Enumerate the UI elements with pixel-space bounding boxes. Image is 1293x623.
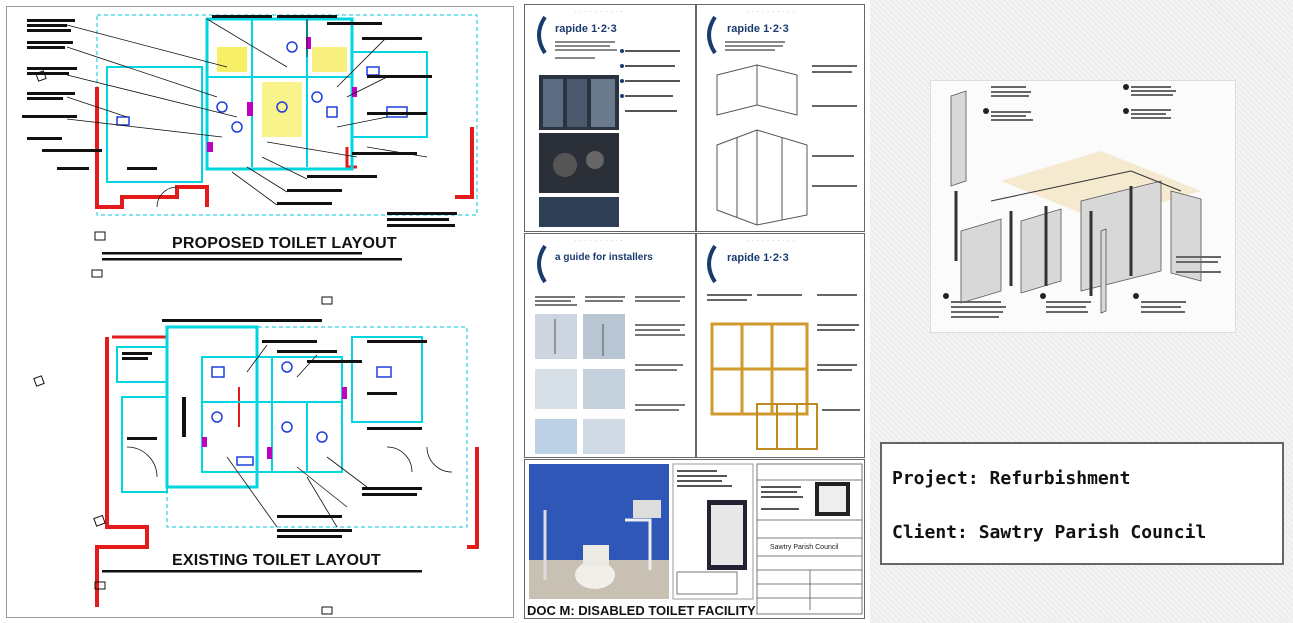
brochure-title-1: rapide 1·2·3: [555, 23, 617, 35]
brochure-rapide-3: · · · · · · · · · · rapide 1·2·3: [696, 233, 865, 458]
floor-plan-drawings: [22, 14, 479, 615]
title-block-client: Sawtry Parish Council: [770, 544, 839, 551]
project-label: Project: Refurbishment: [892, 468, 1131, 489]
brochure-rapide-1: · · · · · · · · · · rapide 1·2·3: [524, 4, 696, 232]
existing-plan: [33, 319, 479, 615]
proposed-plan: [22, 14, 478, 305]
brochure-rapide-2: · · · · · · · · · · rapide 1·2·3: [696, 4, 865, 232]
proposed-layout-title: PROPOSED TOILET LAYOUT: [172, 235, 397, 252]
cubicle-assembly-diagram: [930, 80, 1236, 333]
doc-m-caption: DOC M: DISABLED TOILET FACILITY: [527, 603, 756, 618]
doc-m-sheet: Sawtry Parish Council: [524, 459, 865, 619]
client-label: Client: Sawtry Parish Council: [892, 522, 1207, 543]
cubicle-isometric-svg: [931, 81, 1235, 332]
project-info-box: Project: Refurbishment Client: Sawtry Pa…: [880, 442, 1284, 565]
brochure-installers: · · · · · · · · · · a guide for installe…: [524, 233, 696, 458]
brochure-title-4: rapide 1·2·3: [727, 252, 789, 264]
brochure-graphics-1: [537, 15, 680, 227]
existing-layout-title: EXISTING TOILET LAYOUT: [172, 552, 381, 569]
brochure-title-3: a guide for installers: [555, 252, 653, 263]
brochure-graphics-2: [707, 15, 857, 226]
brochure-title-2: rapide 1·2·3: [727, 23, 789, 35]
toilet-layout-drawing: PROPOSED TOILET LAYOUT EXISTING TOILET L…: [6, 6, 514, 618]
brochure-graphics-4: [707, 244, 860, 450]
brochure-graphics-3: [535, 244, 685, 454]
doc-m-graphics: [529, 463, 863, 615]
